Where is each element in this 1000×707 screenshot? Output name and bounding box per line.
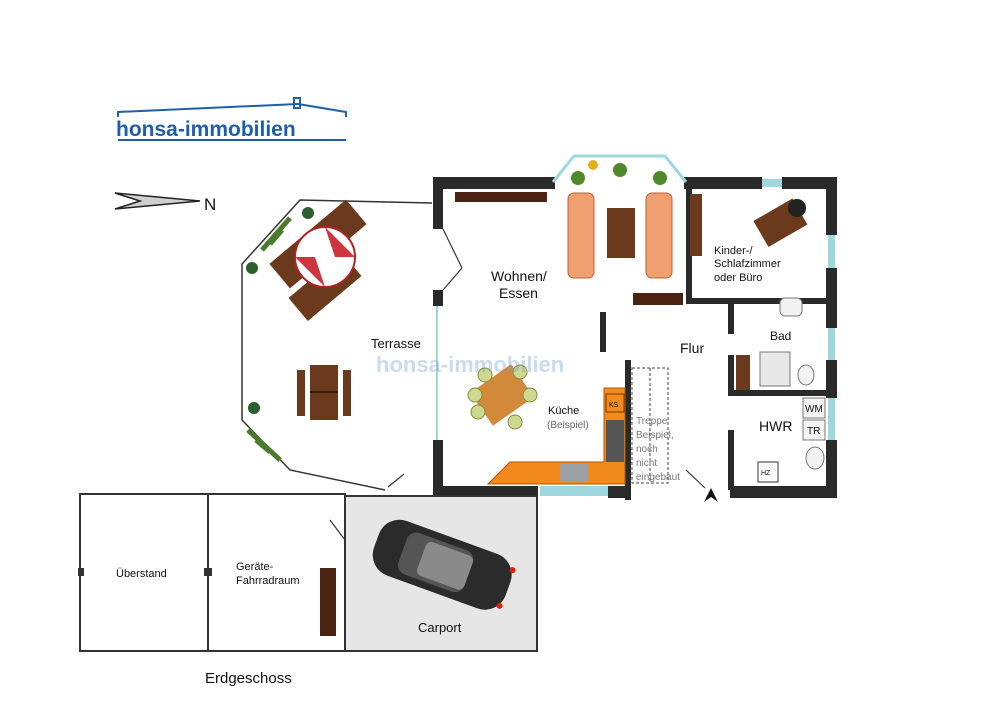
sofa-left	[567, 192, 595, 279]
room-label-flur: Flur	[680, 340, 704, 356]
sideboard	[455, 192, 547, 202]
room-label-bad: Bad	[770, 329, 791, 343]
bay-window	[551, 154, 688, 185]
room-label-ueberstand: Überstand	[116, 568, 167, 580]
room-label-hwr: HWR	[759, 418, 792, 434]
terrace: Terrasse	[241, 199, 433, 491]
fixture-ks: KS	[609, 402, 619, 409]
svg-text:eingebaut: eingebaut	[636, 472, 680, 483]
living-furniture	[455, 192, 702, 430]
room-label-geraete-1: Geräte-	[236, 561, 274, 573]
stairs	[631, 367, 669, 484]
fixture-hz: HZ	[761, 470, 771, 477]
stairs-note: Treppe Beispiel, noch nicht eingebaut	[636, 416, 680, 483]
desk	[753, 198, 808, 247]
room-label-kueche: Küche	[548, 405, 579, 417]
picnic-table	[297, 365, 351, 420]
room-label-terrasse: Terrasse	[371, 336, 421, 351]
compass-label: N	[204, 195, 216, 214]
fixture-tr: TR	[807, 426, 820, 437]
dining-table	[470, 364, 534, 426]
washer-icon	[802, 397, 826, 419]
room-label-carport: Carport	[418, 620, 462, 635]
doors	[329, 228, 706, 541]
stove-icon	[606, 420, 624, 462]
kitchen: KS	[486, 387, 626, 485]
logo-text: honsa-immobilien	[116, 118, 296, 141]
outbuildings: Überstand Geräte- Fahrradraum Carport	[78, 493, 538, 652]
room-label-kueche-note: (Beispiel)	[547, 420, 589, 431]
heater-icon	[757, 461, 779, 483]
svg-text:nicht: nicht	[636, 458, 657, 469]
coffee-table	[607, 208, 635, 258]
floor-label: Erdgeschoss	[205, 670, 292, 687]
svg-text:Beispiel,: Beispiel,	[636, 430, 674, 441]
toilet-icon	[797, 364, 815, 386]
svg-text:Treppe: Treppe	[636, 416, 668, 427]
bath-fixtures: HZ WM TR	[736, 297, 826, 483]
lounge-furniture	[269, 199, 367, 321]
sink-icon	[560, 464, 588, 482]
fixture-wm: WM	[805, 404, 823, 415]
sofa-right	[645, 192, 673, 279]
room-label-kinder-1: Kinder-/	[714, 245, 753, 257]
room-label-geraete-2: Fahrradraum	[236, 575, 300, 587]
entrance-arrow-icon	[704, 488, 718, 502]
room-label-kinder-3: oder Büro	[714, 272, 762, 284]
north-arrow-icon	[114, 192, 201, 210]
car-icon	[372, 519, 516, 610]
washbasin-icon	[779, 297, 803, 317]
room-label-kinder-2: Schlafzimmer	[714, 258, 781, 270]
dryer-icon	[802, 419, 826, 441]
room-label-wohnen-1: Wohnen/	[491, 268, 547, 284]
logo: honsa-immobilien	[116, 97, 347, 141]
svg-text:noch: noch	[636, 444, 658, 455]
plant-icon	[246, 207, 314, 462]
chair-icon	[788, 199, 806, 217]
shower-icon	[759, 351, 791, 387]
room-label-wohnen-2: Essen	[499, 285, 538, 301]
windows	[540, 179, 835, 496]
watermark: honsa-immobilien	[376, 352, 564, 377]
compass: N	[114, 192, 216, 214]
